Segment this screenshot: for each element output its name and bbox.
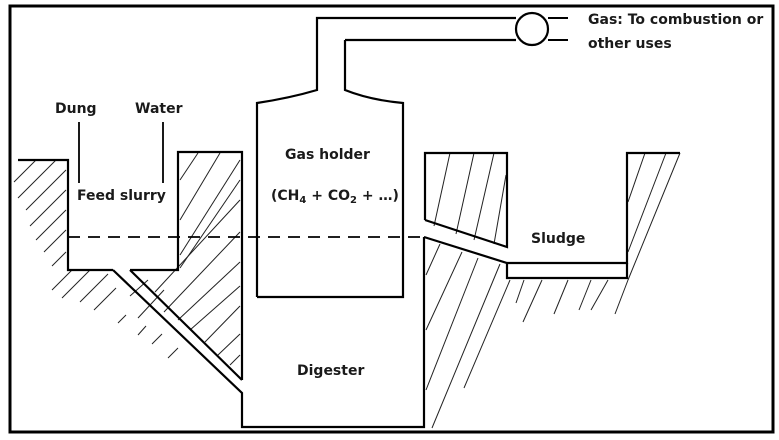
- sludge-channel-bottom: [505, 263, 629, 280]
- gas-output-label-line1: Gas: To combustion or: [588, 12, 763, 28]
- gas-composition-label: (CH4 + CO2 + …): [271, 188, 399, 206]
- water-label: Water: [135, 101, 183, 117]
- sludge-label: Sludge: [531, 231, 585, 247]
- outlet-pipe-upper: [423, 151, 509, 249]
- gas-output-label-line2: other uses: [588, 36, 672, 52]
- inlet-pipe-inner: [129, 269, 243, 381]
- feed-slurry-label: Feed slurry: [77, 188, 166, 204]
- inlet-pipe-outer: [112, 237, 426, 429]
- gas-holder: [255, 16, 516, 299]
- feed-right-block-hatch: [129, 152, 241, 366]
- digester-label: Digester: [297, 363, 364, 379]
- gas-valve-icon: [514, 11, 550, 47]
- left-ground-hatch: [13, 159, 179, 359]
- feed-tank-wall: [18, 158, 113, 272]
- feed-tank-right-wall: [130, 150, 244, 380]
- sludge-ground-hatch: [515, 152, 681, 323]
- dung-label: Dung: [55, 101, 97, 117]
- ground-hatching: [13, 152, 681, 429]
- gas-holder-label: Gas holder: [285, 147, 370, 163]
- diagram-frame: [8, 4, 775, 434]
- digester-right-hatch: [425, 152, 511, 429]
